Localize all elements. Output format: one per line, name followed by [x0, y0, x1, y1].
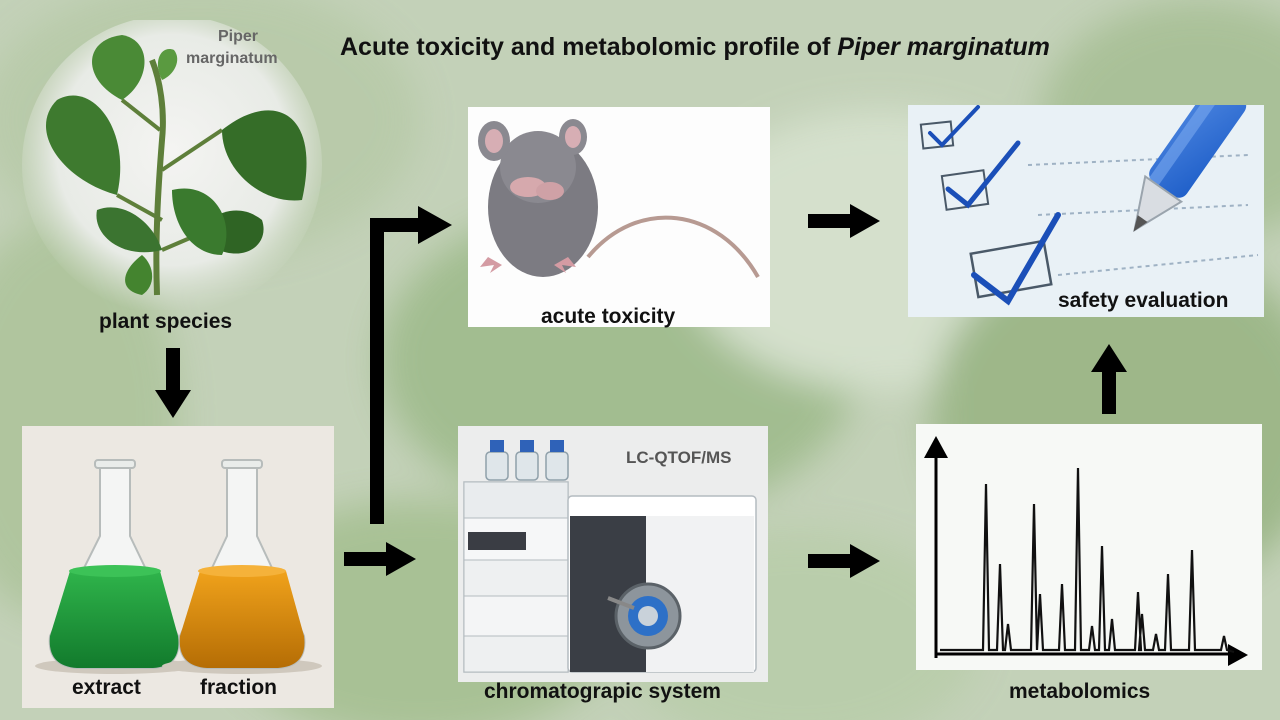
arrow-up-icon	[1091, 344, 1127, 414]
arrow-elbow-up-icon	[370, 206, 452, 524]
chromatogram-plot	[924, 436, 1248, 666]
page-title: Acute toxicity and metabolomic profile o…	[340, 33, 1050, 61]
instrument-panel: LC-QTOF/MS	[458, 426, 768, 682]
safety-evaluation-label: safety evaluation	[1058, 289, 1229, 312]
checklist-illustration	[919, 105, 1259, 306]
extract-label: extract	[72, 676, 141, 699]
metabolomics-label: metabolomics	[1009, 680, 1151, 703]
lc-instrument-illustration	[463, 440, 757, 673]
plant-tag-line1: Piper	[218, 28, 259, 45]
flasks-illustration	[35, 459, 322, 674]
flasks-panel	[22, 426, 334, 708]
fraction-label: fraction	[200, 676, 278, 699]
plant-illustration	[22, 20, 322, 310]
arrow-down-icon	[155, 348, 191, 418]
acute-toxicity-label: acute toxicity	[541, 305, 676, 328]
chromatographic-system-label: chromatograpic system	[484, 680, 721, 703]
instrument-model-text: LC-QTOF/MS	[626, 448, 732, 467]
plant-tag-line2: marginatum	[186, 50, 278, 67]
chromatogram-panel	[916, 424, 1262, 670]
mouse-panel	[468, 107, 770, 327]
checklist-panel	[908, 105, 1264, 317]
plant-species-label: plant species	[99, 310, 233, 333]
plant-panel: Piper marginatum	[22, 20, 322, 310]
arrow-right-icon	[344, 542, 416, 576]
arrow-right-icon	[808, 544, 880, 578]
mouse-illustration	[478, 119, 760, 278]
arrow-right-icon	[808, 204, 880, 238]
